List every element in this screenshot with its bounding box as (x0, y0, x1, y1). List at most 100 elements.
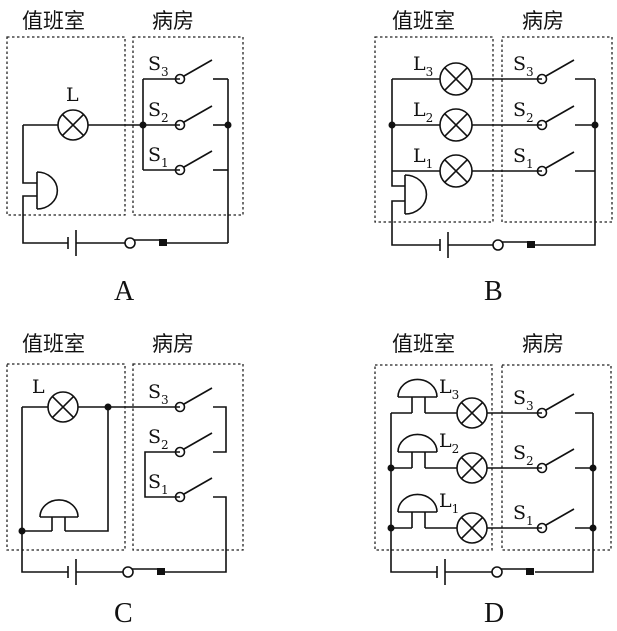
lamp-label: L (66, 84, 79, 106)
switch-lever-icon (183, 387, 213, 405)
switch-lever-icon (545, 448, 575, 466)
switch-pivot (536, 165, 548, 177)
option-letter: B (484, 276, 503, 307)
circuit-wiring (6, 36, 613, 585)
lamp-cross (444, 113, 468, 137)
switch-label-s1: S1 (513, 145, 534, 171)
dashed-room-boundary (501, 36, 613, 223)
lamp-cross (444, 159, 468, 183)
key-switch-icon (122, 566, 134, 578)
switch-pivot (174, 73, 186, 85)
option-letter: C (114, 598, 133, 629)
lamp-label-l2: L2 (413, 99, 433, 125)
lamp-label: L (32, 376, 45, 398)
option-letter: D (484, 598, 504, 629)
dashed-room-boundary (501, 364, 612, 551)
bell-legs (51, 517, 66, 531)
bell-icon (397, 433, 438, 453)
duty-room-title: 值班室 (22, 332, 85, 356)
switch-pivot (536, 73, 548, 85)
switch-pivot (174, 446, 186, 458)
ward-title: 病房 (522, 332, 564, 356)
junction-node (589, 524, 597, 532)
switch-lever-icon (545, 393, 575, 411)
wire (22, 125, 228, 244)
switch-label-s1: S1 (148, 144, 169, 170)
option-d-panel: 值班室 病房 L3 L2 L1 S3 S2 S1 D (392, 332, 564, 629)
switch-lever-icon (545, 508, 575, 526)
switch-label-s3: S3 (513, 53, 534, 79)
switch-label-s1: S1 (513, 502, 534, 528)
dashed-room-boundary (6, 36, 126, 216)
key-switch-icon (491, 566, 503, 578)
bell-icon (36, 171, 59, 210)
switch-label-s3: S3 (148, 53, 169, 79)
switch-pivot (536, 407, 548, 419)
key-switch-icon (124, 237, 136, 249)
key-contact (527, 241, 535, 248)
junction-node (387, 464, 395, 472)
wire (391, 79, 596, 246)
lamp-label-l2: L2 (439, 430, 459, 456)
dashed-room-boundary (374, 364, 493, 551)
dashed-room-boundary (132, 36, 244, 216)
switch-lever-icon (183, 105, 213, 123)
bell-legs (411, 397, 426, 413)
bell-legs (411, 452, 426, 468)
switch-pivot (536, 462, 548, 474)
lamp-cross (51, 395, 75, 419)
lamp-cross (460, 516, 484, 540)
switch-pivot (174, 401, 186, 413)
switch-lever-icon (545, 151, 575, 169)
junction-node (388, 121, 396, 129)
lamp-cross (460, 401, 484, 425)
dashed-room-boundary (6, 363, 126, 551)
lamp-label-l1: L1 (413, 145, 433, 171)
switch-lever-icon (545, 105, 575, 123)
switch-lever-icon (183, 150, 213, 168)
dashed-room-boundary (132, 363, 244, 551)
junction-node (139, 121, 147, 129)
key-contact (526, 568, 534, 575)
duty-room-title: 值班室 (392, 332, 455, 356)
lamp-label-l1: L1 (439, 490, 459, 516)
lamp-cross (444, 67, 468, 91)
switch-lever-icon (183, 477, 213, 495)
switch-pivot (174, 164, 186, 176)
lamp-cross (460, 456, 484, 480)
option-b-panel: 值班室 病房 L3 L2 L1 S3 S2 S1 B (392, 9, 564, 307)
bell-legs (411, 512, 426, 528)
junction-node (104, 403, 112, 411)
switch-lever-icon (183, 59, 213, 77)
lamp-cross (61, 113, 85, 137)
ward-title: 病房 (152, 332, 194, 356)
junction-node (18, 527, 26, 535)
ward-title: 病房 (152, 9, 194, 33)
lamp-label-l3: L3 (439, 376, 459, 402)
switch-label-s3: S3 (148, 381, 169, 407)
switch-pivot (174, 119, 186, 131)
duty-room-title: 值班室 (392, 9, 455, 33)
bell-icon (397, 378, 438, 398)
option-c-panel: 值班室 病房 L S3 S2 S1 C (22, 332, 194, 629)
junction-node (387, 524, 395, 532)
option-a-panel: 值班室 病房 L S3 S2 S1 A (22, 9, 194, 307)
bell-icon (397, 493, 438, 513)
wire (144, 406, 227, 498)
key-contact (157, 568, 165, 575)
bell-icon (404, 174, 428, 215)
switch-lever-icon (183, 432, 213, 450)
bell-icon (39, 499, 79, 518)
junction-node (224, 121, 232, 129)
dashed-room-boundary (374, 36, 494, 223)
switch-pivot (536, 119, 548, 131)
switch-label-s3: S3 (513, 387, 534, 413)
switch-label-s2: S2 (148, 426, 169, 452)
duty-room-title: 值班室 (22, 9, 85, 33)
key-switch-icon (492, 239, 504, 251)
option-letter: A (114, 276, 135, 307)
switch-pivot (174, 491, 186, 503)
switch-label-s2: S2 (148, 99, 169, 125)
junction-node (589, 464, 597, 472)
